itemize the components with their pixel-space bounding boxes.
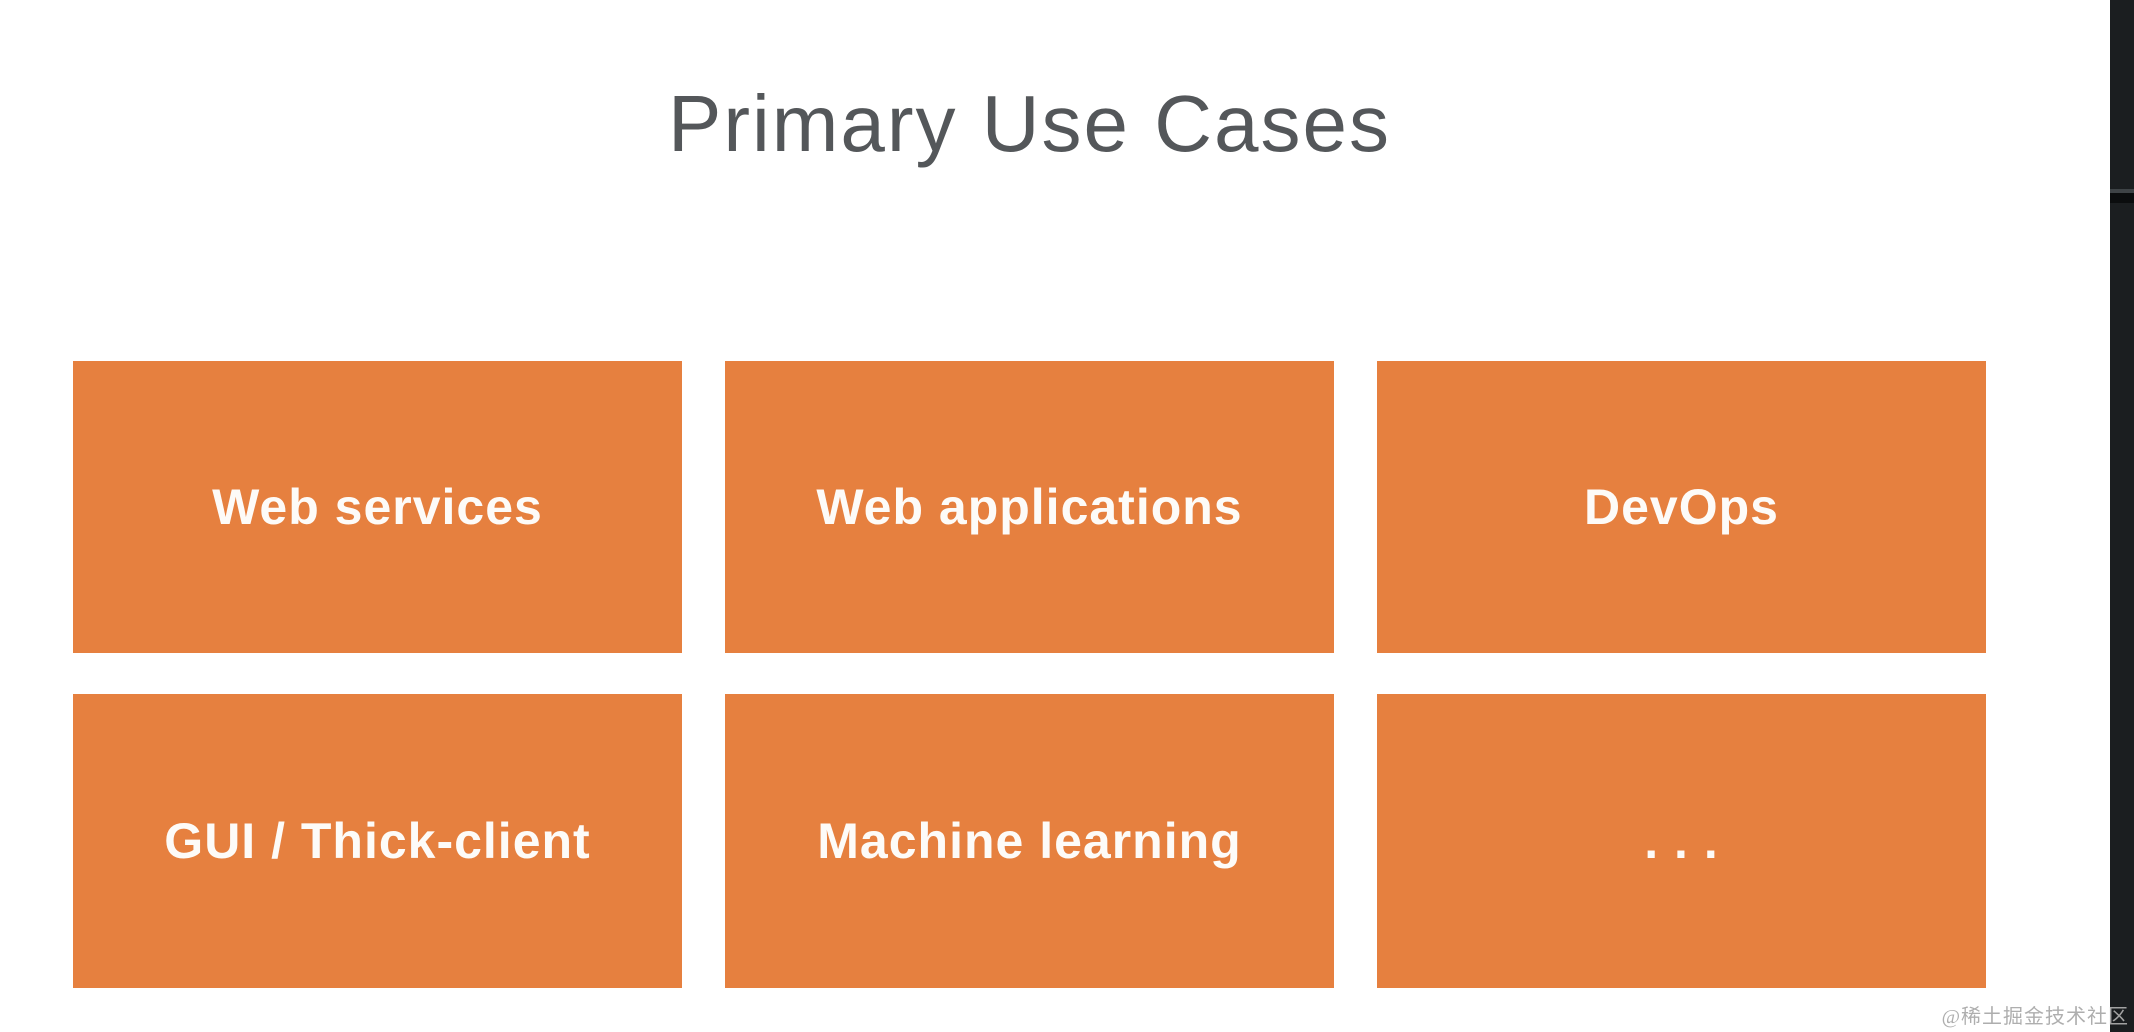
card-machine-learning-label: Machine learning: [817, 813, 1242, 869]
card-ellipsis: . . .: [1377, 694, 1986, 988]
card-web-applications-label: Web applications: [816, 479, 1243, 535]
card-ellipsis-label: . . .: [1644, 813, 1719, 869]
card-gui-thick-client: GUI / Thick-client: [73, 694, 682, 988]
card-web-applications: Web applications: [725, 361, 1334, 653]
card-devops: DevOps: [1377, 361, 1986, 653]
right-dark-strip: [2110, 0, 2134, 1032]
use-case-grid: Web services Web applications DevOps GUI…: [73, 361, 1986, 988]
right-strip-divider-light: [2110, 189, 2134, 193]
card-web-services: Web services: [73, 361, 682, 653]
watermark-text: @稀土掘金技术社区: [1941, 1006, 2129, 1028]
card-devops-label: DevOps: [1584, 479, 1779, 535]
right-strip-divider-dark: [2110, 193, 2134, 203]
slide-title: Primary Use Cases: [667, 79, 1392, 168]
card-web-services-label: Web services: [212, 479, 543, 535]
card-machine-learning: Machine learning: [725, 694, 1334, 988]
card-gui-thick-client-label: GUI / Thick-client: [164, 813, 591, 869]
